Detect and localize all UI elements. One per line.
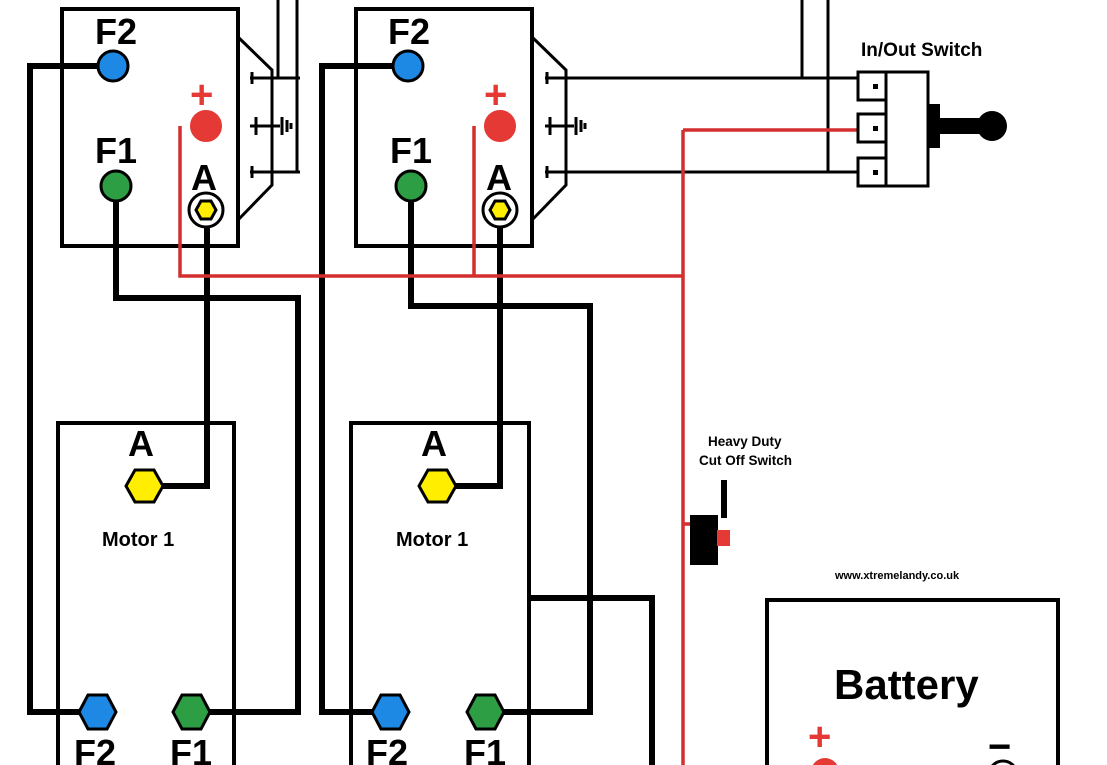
solenoid-2-f2-label: F2 [388,11,430,52]
cut-off-switch-body [690,515,718,565]
solenoid-1-a-terminal [194,199,218,221]
motor-1-f2-terminal [77,693,118,731]
motor-2-f1-terminal [465,693,506,731]
solenoid-1-f2-terminal [96,49,130,83]
switch-terminal-top [856,70,888,102]
cut-off-switch-label-line-2: Cut Off Switch [699,453,792,468]
solenoid-2: F2 F1 + A [354,7,860,248]
motor-1-f1-terminal [171,693,212,731]
solenoid-2-a-terminal [488,199,512,221]
battery-plus-label: + [808,715,831,759]
black-wires [27,63,655,765]
switch-terminal-bottom [856,156,888,188]
switch-terminal-middle [856,112,888,144]
motor-2-f2-terminal [370,693,411,731]
solenoid-2-f2-terminal [391,49,425,83]
cut-off-switch: Heavy Duty Cut Off Switch [690,434,792,565]
solenoid-2-f1-terminal [394,169,428,203]
motor-1-a-label: A [128,423,154,464]
solenoid-1-plus-label: + [190,73,213,117]
battery-positive-terminal [812,758,838,765]
solenoid-1-positive-terminal [190,110,222,142]
solenoid-1-f1-terminal [99,169,133,203]
battery-minus-label: − [988,725,1011,765]
battery-negative-terminal [991,759,1015,765]
motor-2-a-label: A [421,423,447,464]
solenoid-2-plus-label: + [484,73,507,117]
motor-2-a-terminal [417,468,458,504]
switch-body [884,70,930,188]
motor-2-name: Motor 1 [396,529,468,551]
motor-2-f2-label: F2 [366,732,408,765]
battery-body [765,598,1060,765]
cut-off-switch-label-line-1: Heavy Duty [708,434,782,449]
solenoid-2-a-label: A [486,157,512,198]
solenoid-1-a-label: A [191,157,217,198]
battery-label: Battery [834,661,979,708]
solenoid-2-f1-label: F1 [390,130,432,171]
red-wires [178,126,860,765]
solenoid-1-f2-label: F2 [95,11,137,52]
motor-1-f1-label: F1 [170,732,212,765]
toggle-lever-icon [940,118,985,134]
motor-1-f2-label: F2 [74,732,116,765]
in-out-switch: In/Out Switch [856,40,1007,188]
motor-2-f1-label: F1 [464,732,506,765]
toggle-knob-icon [977,111,1007,141]
battery: Battery + − [765,598,1060,765]
in-out-switch-label: In/Out Switch [861,40,982,61]
website-label: www.xtremelandy.co.uk [834,570,960,582]
solenoid-2-positive-terminal [484,110,516,142]
motor-1-name: Motor 1 [102,529,174,551]
solenoid-1-f1-label: F1 [95,130,137,171]
motor-1-a-terminal [124,468,165,504]
